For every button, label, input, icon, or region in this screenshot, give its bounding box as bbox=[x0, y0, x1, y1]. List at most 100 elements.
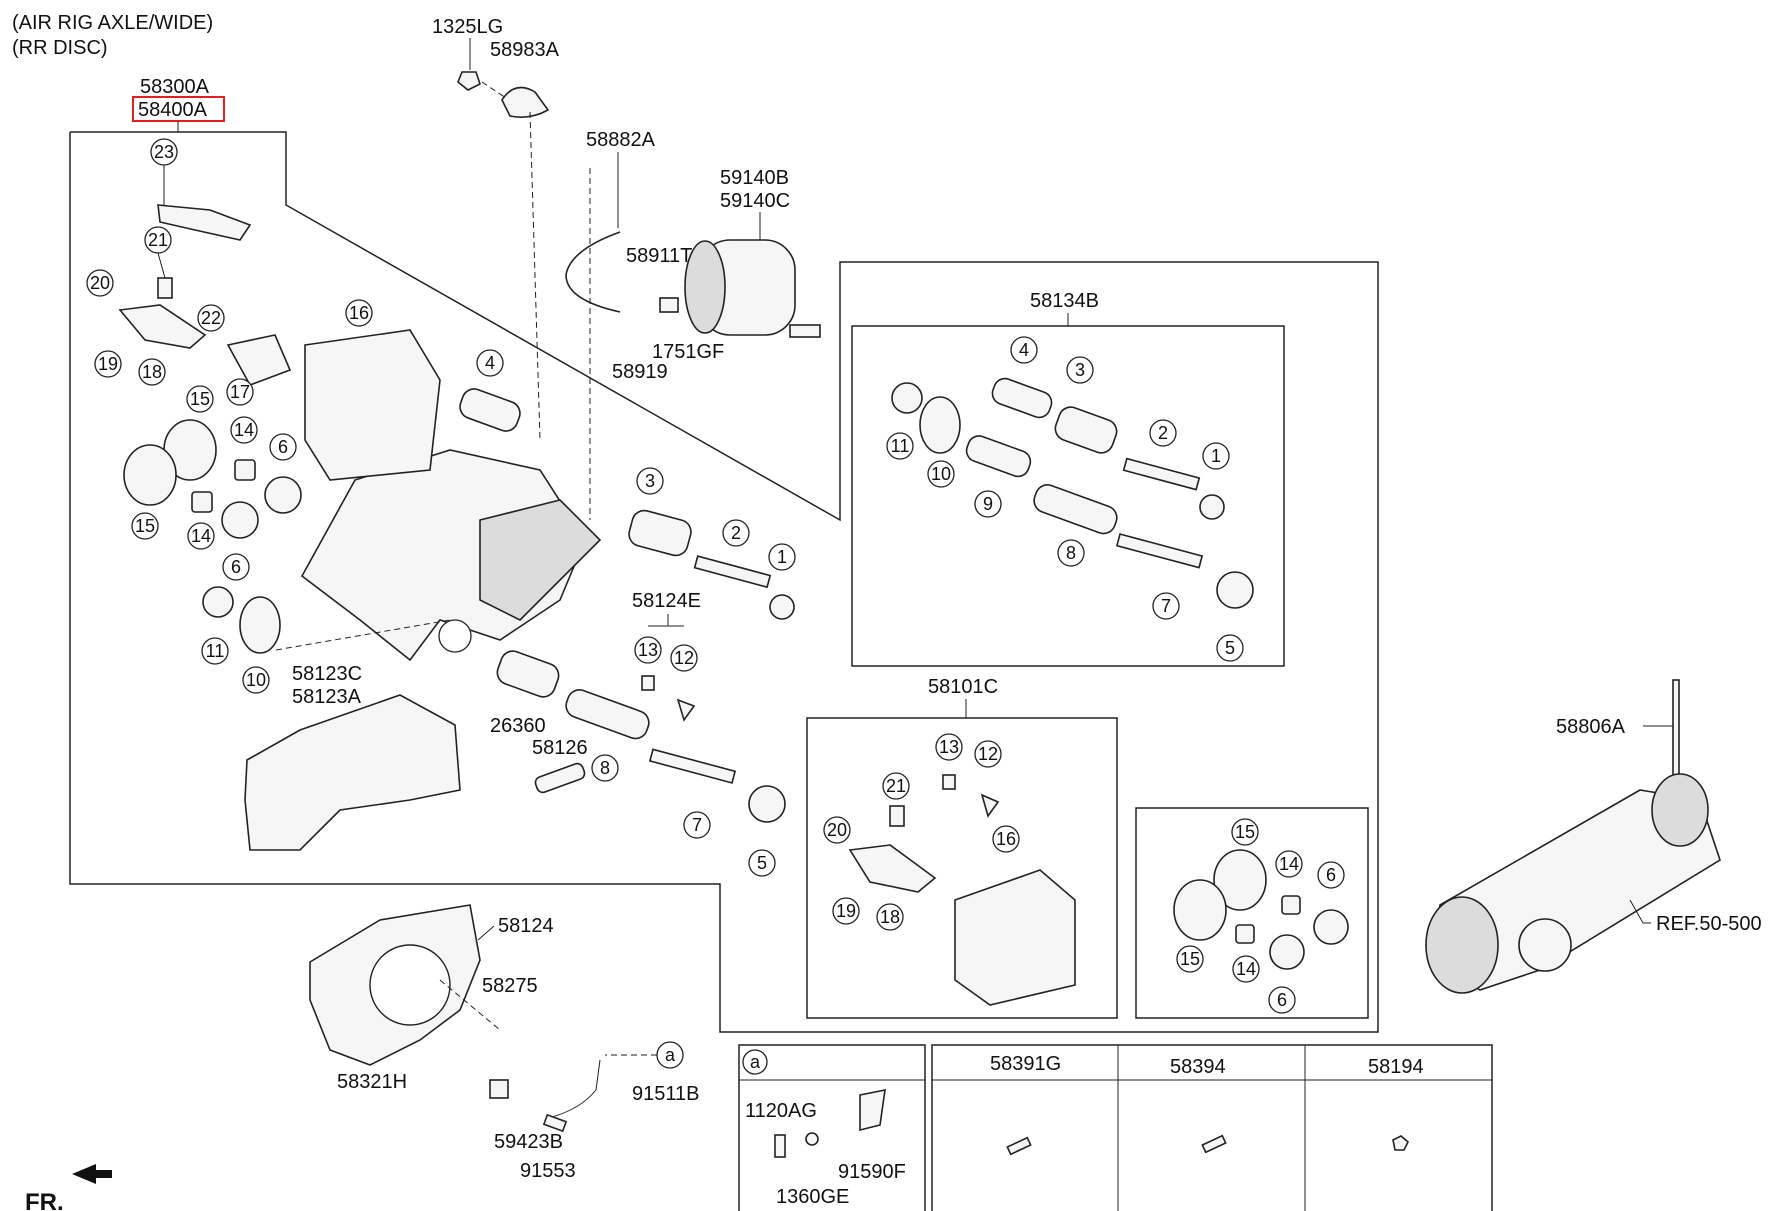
callout-11[interactable] bbox=[201, 637, 229, 665]
callout-10[interactable] bbox=[242, 666, 270, 694]
callout-16b[interactable] bbox=[992, 825, 1020, 853]
callout-18b[interactable] bbox=[876, 903, 904, 931]
callout-13a[interactable] bbox=[634, 636, 662, 664]
legend-part-1360GE[interactable]: 1360GE bbox=[776, 1186, 849, 1208]
legend-col-58194[interactable]: 58194 bbox=[1368, 1056, 1424, 1078]
sensor-bracket-23 bbox=[157, 204, 252, 241]
callout-14c[interactable] bbox=[1275, 850, 1303, 878]
callout-15b[interactable] bbox=[131, 512, 159, 540]
callout-17[interactable] bbox=[226, 378, 254, 406]
callout-6b[interactable] bbox=[222, 553, 250, 581]
legend-right-table bbox=[931, 1044, 1493, 1211]
callout-14d[interactable] bbox=[1232, 955, 1260, 983]
callout-8b[interactable] bbox=[1057, 539, 1085, 567]
svg-text:11: 11 bbox=[891, 436, 910, 456]
callout-20[interactable] bbox=[86, 269, 114, 297]
part-label-58919[interactable]: 58919 bbox=[612, 361, 668, 383]
svg-text:6: 6 bbox=[278, 437, 288, 457]
callout-4[interactable] bbox=[476, 349, 504, 377]
callout-5[interactable] bbox=[748, 849, 776, 877]
housing-bore bbox=[1518, 918, 1572, 972]
part-label-58806A[interactable]: 58806A bbox=[1556, 716, 1626, 738]
part-label-58101C[interactable]: 58101C bbox=[928, 676, 998, 698]
callout-15c[interactable] bbox=[1231, 818, 1259, 846]
callout-6d[interactable] bbox=[1268, 986, 1296, 1014]
part-label-59140C[interactable]: 59140C bbox=[720, 190, 790, 212]
part-label-1325LG[interactable]: 1325LG bbox=[432, 16, 503, 38]
part-label-91553[interactable]: 91553 bbox=[520, 1160, 576, 1182]
brake-pad-16 bbox=[304, 329, 441, 481]
part-label-58123A[interactable]: 58123A bbox=[292, 686, 362, 708]
part-label-58300A[interactable]: 58300A bbox=[140, 76, 210, 98]
svg-text:7: 7 bbox=[1161, 596, 1171, 616]
callout-2b[interactable] bbox=[1149, 419, 1177, 447]
part-label-59423B[interactable]: 59423B bbox=[494, 1131, 563, 1153]
callout-1[interactable] bbox=[768, 543, 796, 571]
callout-19[interactable] bbox=[94, 350, 122, 378]
callout-14b[interactable] bbox=[187, 522, 215, 550]
callout-19b[interactable] bbox=[832, 897, 860, 925]
legend-part-1120AG[interactable]: 1120AG bbox=[745, 1100, 817, 1122]
svg-text:14: 14 bbox=[1236, 959, 1256, 979]
callout-1b[interactable] bbox=[1202, 442, 1230, 470]
part-label-58126[interactable]: 58126 bbox=[532, 737, 588, 759]
callout-5b[interactable] bbox=[1216, 634, 1244, 662]
kit-boots: 15 15 14 14 6 6 bbox=[1135, 807, 1369, 1019]
callout-7b[interactable] bbox=[1152, 592, 1180, 620]
callout-6a[interactable] bbox=[269, 433, 297, 461]
part-label-59140B[interactable]: 59140B bbox=[720, 167, 789, 189]
kit-boots-frame bbox=[1135, 807, 1369, 1019]
part-label-58123C[interactable]: 58123C bbox=[292, 663, 362, 685]
part-label-1751GF[interactable]: 1751GF bbox=[652, 341, 724, 363]
part-label-91511B[interactable]: 91511B bbox=[632, 1083, 699, 1105]
legend-cell-a bbox=[738, 1044, 926, 1211]
callout-12a[interactable] bbox=[670, 644, 698, 672]
part-label-58134B[interactable]: 58134B bbox=[1030, 290, 1099, 312]
seal-6d bbox=[1269, 934, 1305, 970]
svg-text:1: 1 bbox=[777, 547, 787, 567]
svg-text:10: 10 bbox=[246, 670, 266, 690]
callout-11b[interactable] bbox=[886, 432, 914, 460]
callout-9[interactable] bbox=[974, 490, 1002, 518]
part-label-58882A[interactable]: 58882A bbox=[586, 129, 656, 151]
callout-10b[interactable] bbox=[927, 460, 955, 488]
callout-22[interactable] bbox=[197, 304, 225, 332]
part-label-58124[interactable]: 58124 bbox=[498, 915, 554, 937]
part-label-58911T[interactable]: 58911T bbox=[626, 245, 692, 267]
legend-col-58391G[interactable]: 58391G bbox=[990, 1053, 1061, 1075]
callout-7[interactable] bbox=[683, 811, 711, 839]
cap-1b bbox=[1199, 494, 1225, 520]
callout-21b[interactable] bbox=[882, 772, 910, 800]
bolt-7b bbox=[1115, 533, 1204, 569]
callout-4b[interactable] bbox=[1010, 336, 1038, 364]
part-label-58321H[interactable]: 58321H bbox=[337, 1071, 407, 1093]
part-label-58275[interactable]: 58275 bbox=[482, 975, 538, 997]
nut-58194 bbox=[1392, 1135, 1409, 1151]
part-label-58983A[interactable]: 58983A bbox=[490, 39, 560, 61]
callout-2[interactable] bbox=[722, 519, 750, 547]
part-label-58400A[interactable]: 58400A bbox=[138, 99, 208, 121]
kit-58134B-frame bbox=[851, 325, 1285, 667]
svg-text:16: 16 bbox=[349, 303, 369, 323]
callout-15a[interactable] bbox=[186, 385, 214, 413]
part-label-ref[interactable]: REF.50-500 bbox=[1656, 913, 1762, 935]
legend-callout-a[interactable] bbox=[742, 1049, 768, 1075]
callout-16[interactable] bbox=[345, 299, 373, 327]
callout-15d[interactable] bbox=[1176, 945, 1204, 973]
svg-text:a: a bbox=[665, 1045, 676, 1065]
svg-text:21: 21 bbox=[148, 230, 168, 250]
part-label-26360[interactable]: 26360 bbox=[490, 715, 546, 737]
callout-6c[interactable] bbox=[1317, 861, 1345, 889]
callout-20b[interactable] bbox=[823, 816, 851, 844]
callout-8[interactable] bbox=[591, 754, 619, 782]
callout-13b[interactable] bbox=[935, 733, 963, 761]
callout-3[interactable] bbox=[636, 467, 664, 495]
callout-14a[interactable] bbox=[230, 416, 258, 444]
callout-12b[interactable] bbox=[974, 740, 1002, 768]
part-label-58124E[interactable]: 58124E bbox=[632, 590, 701, 612]
callout-18[interactable] bbox=[138, 358, 166, 386]
kit-58134B: 58134B 11 10 9 4 3 2 1 8 7 5 bbox=[851, 290, 1285, 667]
callout-3b[interactable] bbox=[1066, 356, 1094, 384]
legend-part-91590F[interactable]: 91590F bbox=[838, 1161, 906, 1183]
legend-col-58394[interactable]: 58394 bbox=[1170, 1056, 1226, 1078]
